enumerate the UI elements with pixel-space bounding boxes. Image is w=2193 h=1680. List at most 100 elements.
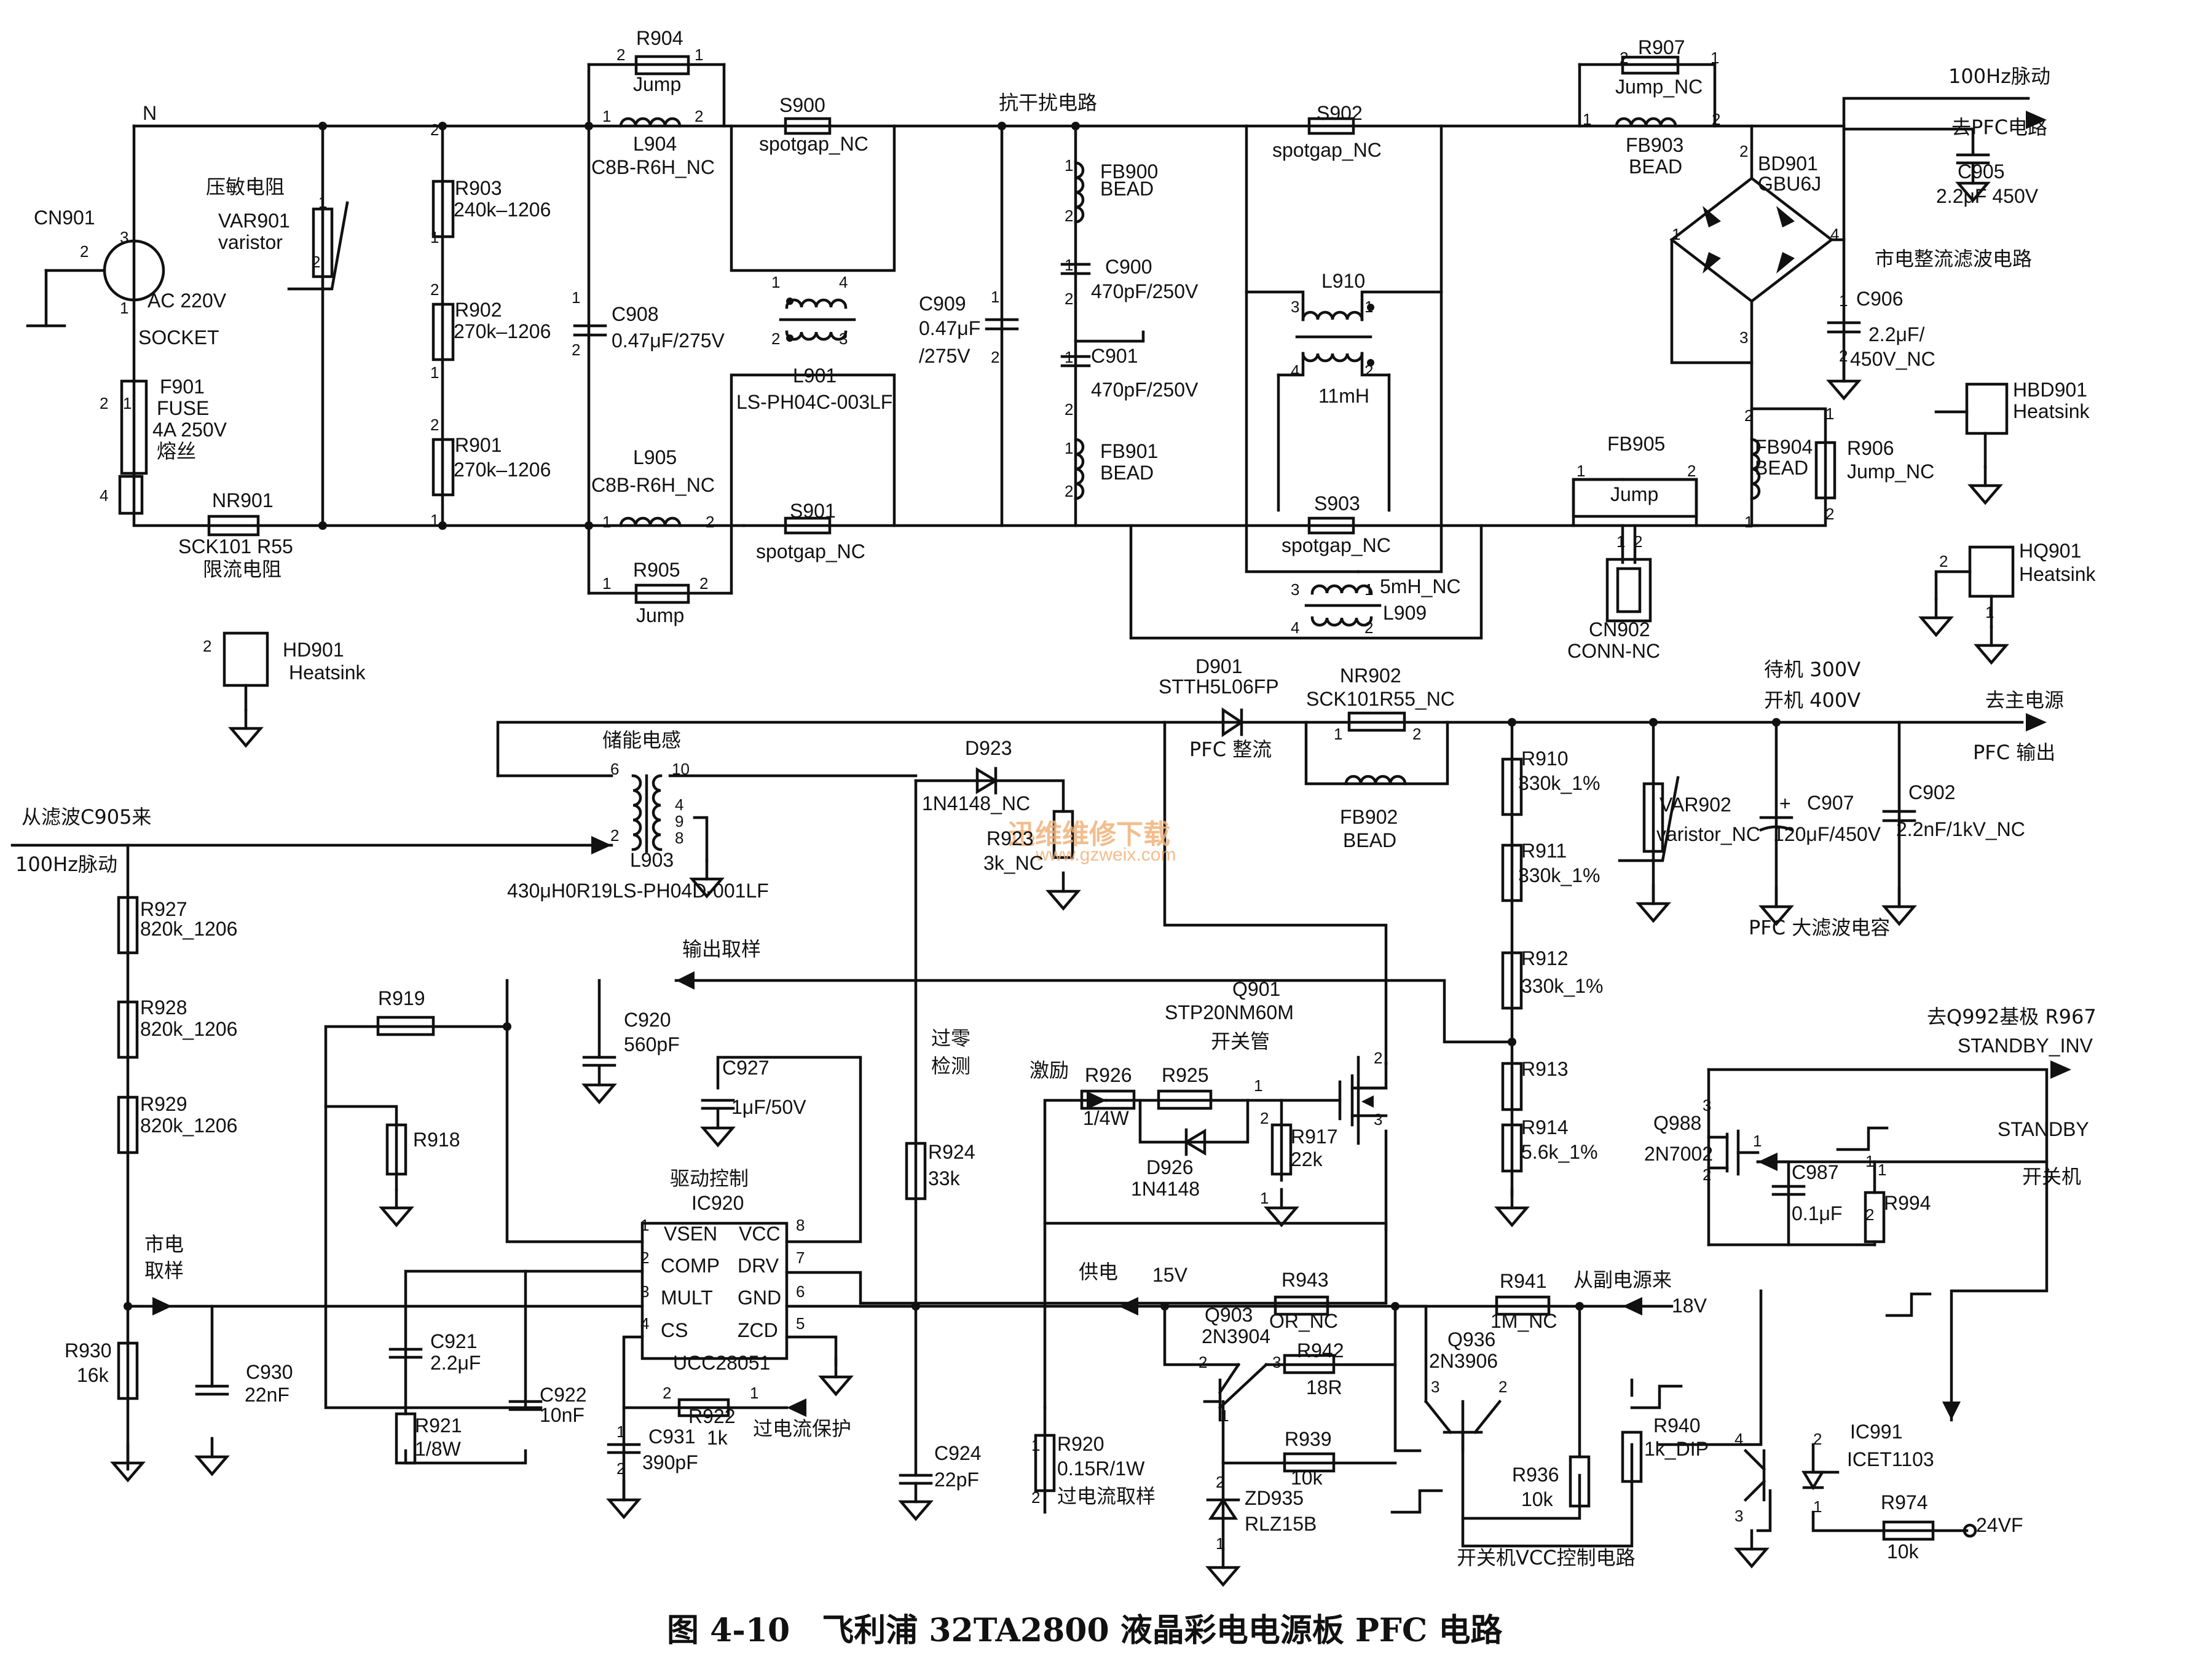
label-c930v: 22nF [245, 1384, 289, 1406]
pin-number: 2 [1744, 406, 1753, 425]
label-f901: F901 [160, 376, 205, 398]
label-r907v: Jump_NC [1615, 76, 1703, 98]
label-hd901v: Heatsink [289, 661, 366, 684]
label-r929v: 820k_1206 [140, 1114, 237, 1137]
label-bd901v: GBU6J [1758, 173, 1821, 195]
label-q988: Q988 [1653, 1112, 1701, 1134]
label-fb904: FB904 [1755, 436, 1813, 458]
label-r922: R922 [688, 1405, 736, 1427]
label-100hz: 100Hz脉动 [1948, 65, 2050, 88]
label-s900v: spotgap_NC [759, 133, 868, 155]
label-r941: R941 [1500, 1270, 1547, 1292]
label-c924: C924 [934, 1442, 982, 1464]
label-cn902: CN902 [1589, 618, 1650, 641]
pin-number: 3 [1734, 1507, 1743, 1525]
label-q936v: 2N3906 [1429, 1350, 1498, 1372]
pin-number: 9 [675, 812, 683, 830]
pin-number: 3 [640, 1282, 649, 1301]
pin-number: 1 [1216, 1534, 1224, 1553]
label-r943: R943 [1282, 1269, 1329, 1291]
pin-number: 1 [1334, 725, 1342, 743]
label-c908v: 0.47μF/275V [612, 329, 725, 352]
label-r943v: OR_NC [1269, 1310, 1338, 1332]
pin-number: 1 [1985, 603, 1994, 621]
label-r940: R940 [1653, 1414, 1701, 1437]
pin-number: 1 [750, 1384, 758, 1402]
label-cs: CS [661, 1319, 688, 1341]
pin-number: 1 [1364, 298, 1373, 316]
label-r912v: 330k_1% [1521, 975, 1603, 997]
label-r920c: 过电流取样 [1057, 1485, 1156, 1508]
pin-number: 1 [1711, 49, 1719, 67]
label-c901v: 470pF/250V [1091, 379, 1199, 401]
label-r912: R912 [1521, 947, 1569, 969]
pin-number: 2 [1620, 49, 1628, 67]
pin-number: 2 [1687, 462, 1696, 480]
label-fuse: FUSE [157, 397, 209, 419]
pin-number: 2 [430, 280, 439, 299]
pin-number: 2 [1364, 618, 1373, 637]
watermark-cn: 迅维维修下载 [1008, 819, 1170, 850]
pin-number: 1 [318, 193, 327, 211]
label-r936: R936 [1512, 1464, 1559, 1486]
label-fb904v: BEAD [1755, 457, 1808, 479]
label-hbd901v: Heatsink [2013, 400, 2090, 422]
label-bd901: BD901 [1758, 152, 1818, 175]
label-fromsub: 从副电源来 [1573, 1268, 1672, 1292]
label-oc: 过电流保护 [753, 1417, 851, 1440]
pin-number: 1 [602, 513, 611, 531]
pin-number: 1 [123, 394, 132, 412]
label-l909: L909 [1383, 602, 1427, 624]
label-q901: Q901 [1232, 978, 1280, 1000]
pin-number: 2 [1825, 505, 1834, 523]
label-r939v: 10k [1291, 1467, 1323, 1489]
label-r923: R923 [986, 827, 1034, 850]
bridge-rectifier-symbol [1669, 176, 1834, 303]
pin-number: 1 [1254, 1076, 1262, 1095]
label-ac220: AC 220V [148, 290, 227, 312]
label-l905: L905 [633, 446, 677, 468]
label-run: 开机 400V [1764, 688, 1860, 712]
label-q988v: 2N7002 [1644, 1143, 1713, 1165]
label-fb902v: BEAD [1343, 829, 1396, 851]
label-r926v: 1/4W [1083, 1107, 1129, 1129]
label-l910v: 11mH [1318, 385, 1369, 407]
label-gl2: 检测 [931, 1054, 971, 1078]
pin-number: 2 [1374, 1049, 1382, 1067]
label-s903: S903 [1314, 492, 1360, 515]
label-gd: 供电 [1079, 1260, 1118, 1284]
pin-number: 2 [640, 1248, 649, 1267]
label-rect: 市电整流滤波电路 [1875, 247, 2032, 270]
label-c908: C908 [612, 303, 659, 325]
label-r925: R925 [1162, 1064, 1209, 1086]
pin-number: 1 [1672, 225, 1680, 243]
label-r914: R914 [1521, 1116, 1569, 1138]
label-r924v: 33k [928, 1167, 961, 1189]
label-r924: R924 [928, 1141, 975, 1163]
label-r911: R911 [1521, 840, 1567, 862]
label-c905: C905 [1958, 160, 2005, 183]
pin-number: 1 [1065, 156, 1073, 175]
svg-text:+: + [1779, 792, 1791, 814]
label-pfccap: PFC 大滤波电容 [1749, 916, 1890, 939]
watermark-url: www.gzweix.com [1035, 845, 1176, 865]
pin-number: 1 [640, 1216, 649, 1234]
label-c922: C922 [540, 1384, 587, 1406]
label-d923v: 1N4148_NC [922, 792, 1030, 814]
label-c931: C931 [648, 1426, 696, 1448]
pin-number: 1 [602, 574, 611, 593]
pin-number: 2 [1813, 1430, 1822, 1448]
pin-number: 2 [1216, 1473, 1224, 1491]
label-fb903v: BEAD [1629, 156, 1682, 178]
label-r919: R919 [378, 987, 425, 1009]
pin-number: 1 [602, 107, 611, 125]
label-r921v: 1/8W [415, 1438, 461, 1460]
label-socket: SOCKET [138, 326, 219, 349]
figure-caption: 图 4-10 飞利浦 32TA2800 液晶彩电电源板 PFC 电路 [667, 1612, 1503, 1649]
label-r914v: 5.6k_1% [1521, 1141, 1598, 1163]
label-r904v: Jump [633, 73, 681, 95]
pin-number: 1 [1583, 110, 1591, 128]
pin-number: 4 [675, 795, 683, 814]
label-nr902: NR902 [1340, 665, 1401, 687]
label-ic991v: ICET1103 [1847, 1448, 1934, 1470]
